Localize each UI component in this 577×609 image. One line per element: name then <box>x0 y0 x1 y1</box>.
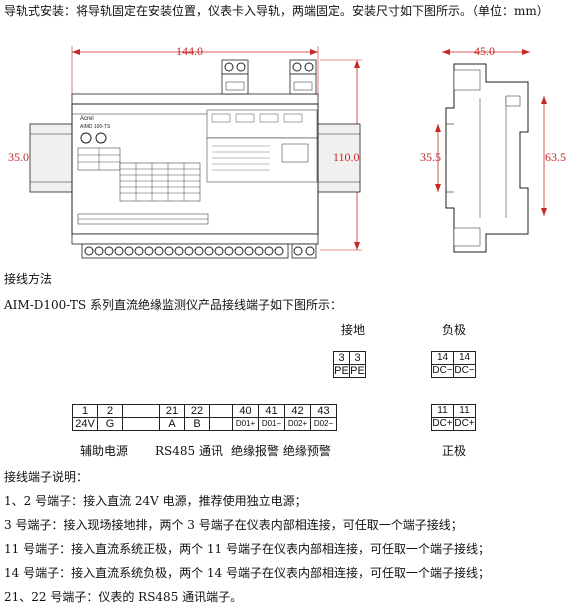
terminal-spacer <box>122 405 159 417</box>
terminal-num: 2 <box>97 405 122 417</box>
dim-side-depth: 45.0 <box>474 44 495 58</box>
label-rs485: RS485 通讯 <box>155 444 223 458</box>
brand-logo: Acrel <box>80 116 94 122</box>
dim-front-height: 110.0 <box>333 150 360 164</box>
note-item: 3 号端子：接入现场接地排，两个 3 号端子在仪表内部相连接，可任取一个端子接线… <box>4 518 463 532</box>
terminal-block-main: 1 2 21 22 40 41 42 43 24V G A B D01+ D01… <box>72 404 337 431</box>
note-item: 1、2 号端子：接入直流 24V 电源，推荐使用独立电源； <box>4 494 307 508</box>
terminal-block-negative: 14 14 DC− DC− <box>431 351 476 378</box>
terminal-signal: PE <box>334 365 349 377</box>
notes-title: 接线端子说明： <box>4 470 89 484</box>
front-view-drawing: Acrel AIMD 100-TS <box>29 46 362 259</box>
terminal-block-positive: 11 11 DC+ DC+ <box>431 404 476 431</box>
label-insulation: 绝缘报警 绝缘预警 <box>231 444 331 458</box>
terminal-signal: D02− <box>310 418 336 430</box>
terminal-num: 43 <box>310 405 336 417</box>
terminal-signal: DC+ <box>432 418 453 429</box>
wiring-title: 接线方法 <box>4 272 53 286</box>
note-item: 11 号端子：接入直流系统正极，两个 11 号端子在仪表内部相连接，可任取一个端… <box>4 542 490 556</box>
terminal-signal: D02+ <box>284 418 310 430</box>
terminal-num: 14 <box>453 352 475 364</box>
note-item: 21、22 号端子：仪表的 RS485 通讯端子。 <box>4 590 243 604</box>
terminal-num: 40 <box>232 405 258 417</box>
terminal-signal: B <box>184 418 209 430</box>
intro-text: 导轨式安装：将导轨固定在安装位置，仪表卡入导轨，两端固定。安装尺寸如下图所示。（… <box>4 4 549 18</box>
terminal-signal: D01+ <box>232 418 258 430</box>
wiring-description: AIM-D100-TS 系列直流绝缘监测仪产品接线端子如下图所示： <box>4 298 342 312</box>
side-view-drawing <box>435 49 547 253</box>
terminal-num: 41 <box>258 405 284 417</box>
terminal-signal: A <box>159 418 184 430</box>
terminal-num: 3 <box>338 352 345 364</box>
terminal-signal: PE <box>349 365 365 377</box>
terminal-num: 3 <box>349 352 365 364</box>
dim-front-width: 144.0 <box>176 44 203 58</box>
terminal-signal: G <box>97 418 122 430</box>
terminal-signal: DC− <box>432 365 453 376</box>
terminal-num: 22 <box>184 405 209 417</box>
dim-side-height: 63.5 <box>545 150 566 164</box>
terminal-num: 21 <box>159 405 184 417</box>
terminal-signal: DC+ <box>453 418 475 430</box>
note-item: 14 号端子：接入直流系统负极，两个 14 号端子在仪表内部相连接，可任取一个端… <box>4 566 490 580</box>
label-aux-power: 辅助电源 <box>80 444 129 458</box>
terminal-num: 42 <box>284 405 310 417</box>
dim-front-rail: 35.0 <box>8 150 29 164</box>
terminal-signal: D01− <box>258 418 284 430</box>
terminal-num: 14 <box>436 352 449 363</box>
terminal-num: 1 <box>81 405 89 417</box>
terminal-spacer <box>122 418 159 430</box>
label-negative: 负极 <box>442 323 467 337</box>
terminal-num: 11 <box>453 405 475 417</box>
label-positive: 正极 <box>442 444 467 458</box>
label-ground: 接地 <box>341 323 366 337</box>
terminal-spacer <box>209 405 232 417</box>
terminal-spacer <box>209 418 232 430</box>
dim-side-rail: 35.5 <box>420 150 441 164</box>
terminal-block-ground: 3 3 PE PE <box>333 351 366 378</box>
model-label: AIMD 100-TS <box>80 124 111 130</box>
terminal-signal: 24V <box>75 418 95 430</box>
terminal-signal: DC− <box>453 365 475 377</box>
terminal-num: 11 <box>437 405 448 416</box>
